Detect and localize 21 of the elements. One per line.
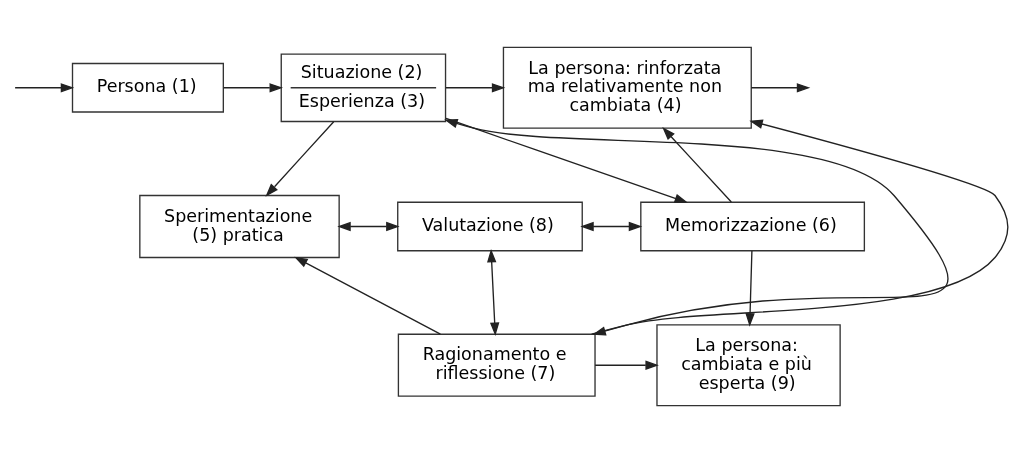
arrow — [14, 83, 75, 93]
node-box: Sperimentazione (5) pratica — [139, 194, 340, 259]
arrow — [265, 121, 335, 197]
arrow — [750, 83, 811, 93]
arrow — [294, 256, 442, 335]
arrow — [745, 250, 755, 327]
arrow — [223, 83, 283, 93]
arrow — [594, 360, 659, 370]
node-box: Memorizzazione (6) — [640, 201, 866, 252]
node-box: Situazione (2) Esperienza (3) — [280, 53, 447, 123]
arrow — [445, 83, 506, 93]
arrow — [337, 221, 400, 232]
node-box: Persona (1) — [71, 62, 224, 113]
arrow — [445, 117, 689, 203]
node-box: La persona: rinforzata ma relativamente non cambiata (4) — [502, 46, 752, 129]
node-box: Ragionamento e riflessione (7) — [397, 333, 596, 397]
node-box: Valutazione (8) — [397, 201, 583, 252]
arrow — [580, 221, 643, 232]
arrow — [662, 126, 732, 203]
node-box: La persona: cambiata e più esperta (9) — [656, 324, 841, 407]
arrow — [487, 248, 500, 337]
